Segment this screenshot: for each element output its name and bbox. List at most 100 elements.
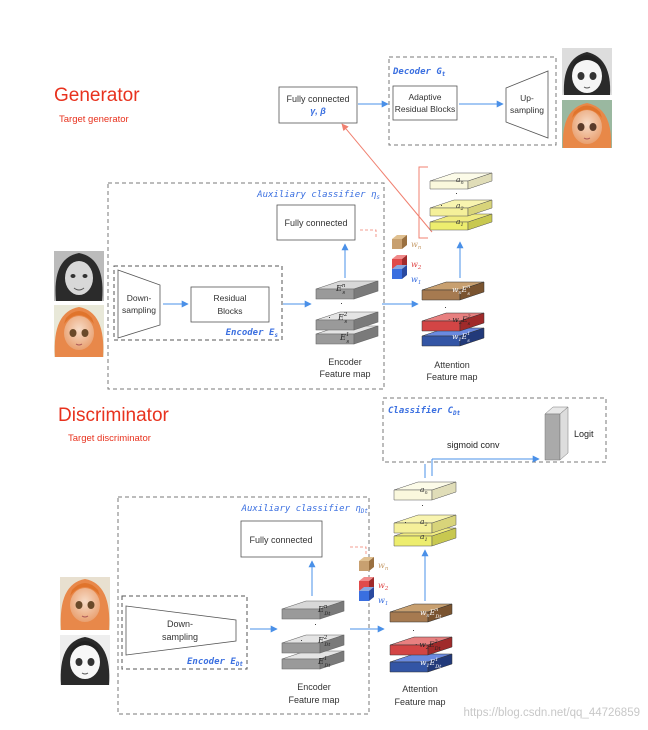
disc-w-2: w2 <box>378 581 389 592</box>
disc-input-face-sketch <box>60 635 110 685</box>
disc-a-dot2: · <box>404 517 407 527</box>
gen-weight-cube-2 <box>392 255 407 279</box>
watermark: https://blog.csdn.net/qq_44726859 <box>464 707 640 719</box>
generator-feature-map-stack <box>315 280 379 345</box>
generator-downsampling-trapezoid <box>117 269 161 339</box>
generator-aux-title: Auxiliary classifier ηs <box>256 190 380 201</box>
generator-aux-fc-box <box>276 204 356 241</box>
generator-aux-dashed-box <box>107 182 385 390</box>
gen-a-bot: a1 <box>456 217 464 228</box>
disc-aux-fc-label: Fully connected <box>249 535 312 545</box>
disc-fm-caption-1: Encoder <box>297 682 331 692</box>
gen-a-mid: a2 <box>456 201 464 212</box>
disc-a-top: an <box>420 485 428 496</box>
generator-down-line1: Down- <box>127 293 152 303</box>
disc-down-line2: sampling <box>162 632 198 642</box>
decoder-dashed-box <box>388 56 557 146</box>
generator-aux-fc-label: Fully connected <box>284 218 347 228</box>
disc-w-1: w1 <box>378 596 388 607</box>
upsampling-line2: sampling <box>510 105 544 115</box>
classifier-title: Classifier CDt <box>388 405 461 417</box>
gen-att-dot1: · <box>444 302 447 312</box>
discriminator-subheading: Target discriminator <box>68 433 151 444</box>
gen-fm-dot2: · <box>328 312 331 322</box>
logit-label: Logit <box>574 429 594 439</box>
input-face-anime <box>54 305 104 357</box>
residual-line2: Blocks <box>217 306 242 316</box>
disc-weight-cube-2 <box>359 577 374 601</box>
decoder-title: Decoder Gt <box>392 67 446 78</box>
fc-gamma-beta-line2: γ, β <box>310 106 326 116</box>
disc-input-face-color <box>60 577 110 630</box>
upsampling-trapezoid <box>505 70 549 139</box>
fc-gamma-beta-box <box>278 86 358 124</box>
a-stack-bracket <box>418 166 428 239</box>
disc-feature-map-stack <box>281 600 345 670</box>
sigmoid-conv-label: sigmoid conv <box>447 440 500 450</box>
gen-weight-cube-n <box>392 235 407 249</box>
disc-aux-fc-box <box>240 520 323 558</box>
gen-fm-dot1: · <box>340 298 343 308</box>
disc-downsampling-trapezoid <box>125 605 237 656</box>
gen-a-dot2: · <box>440 200 443 210</box>
disc-fm-caption-2: Feature map <box>288 695 339 705</box>
disc-a-bot: a1 <box>420 532 428 543</box>
disc-w-n: wn <box>378 561 389 572</box>
output-face-sketch <box>562 48 612 95</box>
disc-encoder-dashed-box <box>121 595 248 670</box>
disc-encoder-title: Encoder EDt <box>187 657 243 668</box>
fc-gamma-beta-line1: Fully connected <box>286 94 349 104</box>
disc-a-dot: · <box>421 500 424 510</box>
disc-att-dot1: · <box>412 625 415 635</box>
disc-aux-dashed-box <box>117 496 370 715</box>
red-arrow-to-fc <box>341 123 433 233</box>
generator-down-line2: sampling <box>122 305 156 315</box>
adaptive-line2: Residual Blocks <box>395 104 455 114</box>
disc-weight-cube-n <box>359 557 374 571</box>
gen-attention-stack <box>421 281 485 347</box>
gen-w-1: w1 <box>411 275 421 286</box>
residual-blocks-box <box>190 286 270 323</box>
adaptive-line1: Adaptive <box>408 92 441 102</box>
gen-a-stack <box>429 172 493 231</box>
generator-heading: Generator <box>54 85 140 106</box>
gen-att-caption-1: Attention <box>434 360 470 370</box>
classifier-dashed-box <box>382 397 607 463</box>
generator-encoder-dashed-box <box>113 265 283 341</box>
disc-fm-dot: · <box>314 619 317 629</box>
gen-red-dashed-connector <box>360 229 377 238</box>
adaptive-residual-box <box>392 85 458 121</box>
gen-w-2: w2 <box>411 260 422 271</box>
disc-aux-title: Auxiliary classifier ηDt <box>241 504 369 515</box>
disc-down-line1: Down- <box>167 619 193 629</box>
disc-a-stack <box>393 481 457 547</box>
upsampling-line1: Up- <box>520 93 534 103</box>
gen-att-caption-2: Feature map <box>426 372 477 382</box>
gen-fm-caption-1: Encoder <box>328 357 362 367</box>
generator-subheading: Target generator <box>59 114 129 125</box>
output-face-color <box>562 100 612 148</box>
disc-attention-stack <box>389 603 453 673</box>
discriminator-heading: Discriminator <box>58 405 170 426</box>
disc-a-mid: a2 <box>420 517 428 528</box>
disc-red-dashed-connector <box>350 546 367 555</box>
gen-fm-caption-2: Feature map <box>319 369 370 379</box>
disc-att-caption-2: Feature map <box>394 697 445 707</box>
disc-att-caption-1: Attention <box>402 684 438 694</box>
disc-fm-dot2: · <box>300 635 303 645</box>
gen-a-dot: · <box>455 188 458 198</box>
gen-a-top: an <box>456 175 464 186</box>
